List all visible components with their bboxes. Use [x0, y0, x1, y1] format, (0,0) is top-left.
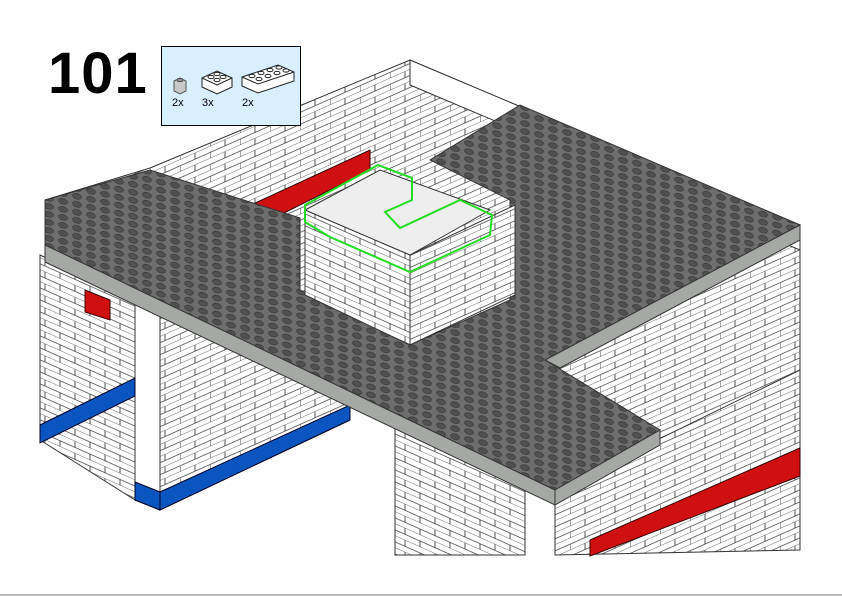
part-quantity: 3x — [202, 97, 214, 109]
page-border — [0, 594, 842, 596]
lower-walls — [39, 149, 801, 557]
brick-1x1-icon — [173, 77, 187, 95]
gray-plate — [44, 104, 802, 506]
part-quantity: 2x — [172, 97, 184, 109]
blue-strip-center — [159, 404, 351, 511]
brick-2x2-icon — [201, 70, 233, 95]
blue-strip-left — [39, 377, 136, 444]
brick-2x4-icon — [241, 64, 295, 94]
step-number: 101 — [48, 41, 148, 106]
center-tower — [303, 163, 516, 346]
new-parts-highlight — [304, 163, 494, 274]
red-bricks-right — [589, 447, 801, 557]
parts-list-callout: 2x 3x 2x — [161, 46, 301, 126]
part-quantity: 2x — [242, 97, 254, 109]
